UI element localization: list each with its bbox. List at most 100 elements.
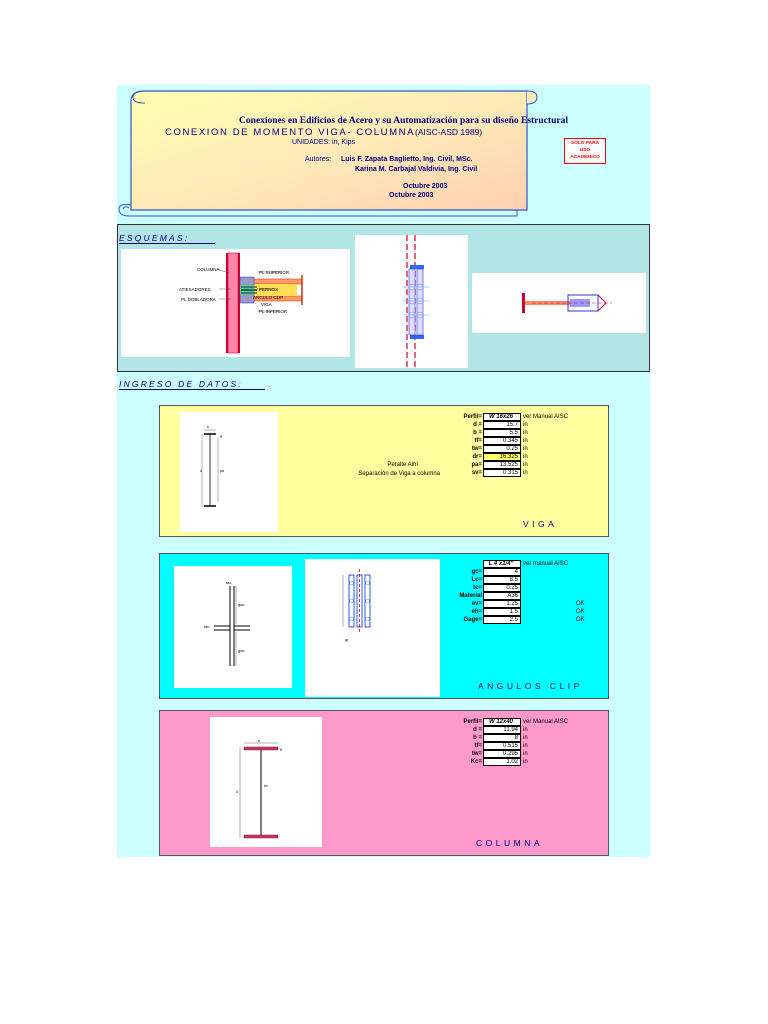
svg-text:d: d (236, 790, 238, 794)
property-value[interactable]: 0.25 (483, 584, 521, 592)
property-value[interactable]: 2.5 (483, 616, 521, 624)
svg-text:gr: gr (345, 637, 349, 642)
table-row: dr= 16.325 in (435, 453, 575, 461)
svg-text:gac: gac (238, 602, 244, 607)
document-title: Conexiones en Edificios de Acero y su Au… (239, 116, 568, 126)
esquemas-underline (119, 243, 215, 244)
viga-section-drawing: b d pa tf (180, 412, 278, 532)
property-value[interactable]: 1.25 (483, 600, 521, 608)
manual-note: ver manual AISC (523, 561, 569, 567)
angulo-bolts-svg: gr (342, 569, 371, 642)
svg-text:tf: tf (220, 435, 222, 439)
property-value[interactable]: 8 (483, 734, 521, 742)
plan-view-svg (522, 293, 612, 313)
table-row: tc= 0.25 (435, 584, 575, 592)
table-row: Gage= 2.5 OK (435, 616, 585, 624)
angle-section-input[interactable]: L 4 x1/4" (483, 560, 521, 568)
viga-title: VIGA (523, 519, 558, 529)
angulos-clip-title: ANGULOS CLIP (478, 681, 583, 691)
connection-elevation-diagram: COLUMNA ATIESADORES PL DOBLADORA PL SUPE… (121, 249, 350, 357)
property-label: tw= (471, 446, 482, 452)
property-unit: in (523, 735, 528, 741)
table-row: ev= 1.25 OK (435, 600, 585, 608)
manual-note: ver Manual AISC (523, 719, 569, 725)
perfil-input[interactable]: W 16x26 (483, 413, 521, 421)
esquemas-section: ESQUEMAS: COLUMNA ATIESADORES (117, 224, 650, 372)
property-value[interactable]: 1.5 (483, 608, 521, 616)
property-unit: in (523, 446, 528, 452)
property-label: gc= (471, 569, 482, 575)
property-value[interactable]: 5.5 (483, 429, 521, 437)
title-banner: Conexiones en Edificios de Acero y su Au… (117, 85, 650, 225)
property-unit: in (523, 751, 528, 757)
property-unit: in (523, 454, 528, 460)
property-label: tc= (473, 585, 482, 591)
property-value: 16.325 (483, 453, 521, 461)
date-2: Octubre 2003 (389, 192, 434, 199)
angulo-profile-svg: tac gac tac gac (204, 580, 250, 666)
svg-text:b: b (258, 739, 260, 743)
column-elevation-svg (403, 235, 429, 368)
ingreso-datos-label: INGRESO DE DATOS: (119, 379, 243, 389)
authors-label: Autores: (305, 156, 332, 163)
property-value[interactable]: 11.94 (483, 726, 521, 734)
table-row: Material A36 (435, 592, 575, 600)
property-unit: in (523, 470, 528, 476)
esquemas-label: ESQUEMAS: (119, 233, 190, 243)
label-viga: VIGA (261, 302, 272, 307)
property-label: pa= (471, 462, 482, 468)
check-status: OK (576, 601, 585, 607)
property-label: Material (459, 593, 482, 599)
column-elevation-diagram (355, 235, 468, 368)
author-1: Luis F. Zapata Baglietto, Ing. Civil, MS… (341, 156, 473, 163)
badge-line-1: SOLO PARA (570, 141, 600, 146)
property-label: tw= (471, 751, 482, 757)
angulo-section-drawing: tac gac tac gac (174, 566, 292, 688)
label-inferior: PL INFERIOR (259, 309, 288, 314)
property-label: dr= (472, 454, 482, 460)
table-row: L 4 x1/4" ver manual AISC (435, 560, 575, 568)
property-label: b = (473, 430, 482, 436)
property-label: Kc= (470, 759, 482, 765)
property-value[interactable]: 15.7 (483, 421, 521, 429)
property-label: tf= (474, 438, 483, 444)
label-atiesadores: ATIESADORES (179, 287, 211, 292)
perfil-input[interactable]: W 12x40 (483, 718, 521, 726)
viga-profile-svg: b d pa tf (200, 425, 224, 507)
property-label: ev= (471, 601, 482, 607)
subtitle-standard: (AISC-ASD 1989) (415, 127, 483, 137)
property-value[interactable]: 8.5 (483, 576, 521, 584)
property-label: Perfil= (463, 414, 482, 420)
date-1: Octubre 2003 (403, 183, 448, 190)
label-superior: PL SUPERIOR (259, 270, 290, 275)
label-dobladora: PL DOBLADORA (181, 297, 216, 302)
badge-line-2: USO (579, 148, 591, 153)
table-row: gc= 4 (435, 568, 575, 576)
connection-elevation-svg: COLUMNA ATIESADORES PL DOBLADORA PL SUPE… (179, 252, 303, 354)
table-row: Perfil= W 16x26 ver Manual AISC (435, 413, 575, 421)
columna-section: b d tw tf Perfil= W 12x40 ver Manual AIS… (159, 710, 609, 856)
table-row: sv= 0.315 in (435, 469, 575, 477)
viga-side-label-separacion: Separación de Viga a columna (358, 471, 440, 477)
label-angulo-clip: ANGULO CLIP (253, 295, 283, 300)
property-value[interactable]: 4 (483, 568, 521, 576)
property-unit: in (523, 759, 528, 765)
property-value[interactable]: 0.295 (483, 750, 521, 758)
label-pernos: PERNOS (259, 287, 278, 292)
property-value[interactable]: 1.02 (483, 758, 521, 766)
columna-profile-svg: b d tw tf (236, 739, 282, 839)
svg-text:pa: pa (220, 469, 224, 473)
check-status: OK (576, 609, 585, 615)
ingreso-underline (119, 389, 265, 390)
table-row: b = 8 in (435, 734, 575, 742)
table-row: Lc= 8.5 (435, 576, 575, 584)
property-value[interactable]: 0.345 (483, 437, 521, 445)
viga-section: b d pa tf Peralte Alm Separación de Viga… (159, 405, 609, 537)
property-value[interactable]: A36 (483, 592, 521, 600)
table-row: pa= 13.525 in (435, 461, 575, 469)
academic-use-badge: SOLO PARA USO ACADÉMICO (564, 138, 606, 164)
svg-text:tf: tf (280, 748, 282, 752)
property-value[interactable]: 0.25 (483, 445, 521, 453)
property-value[interactable]: 0.315 (483, 469, 521, 477)
property-value[interactable]: 0.515 (483, 742, 521, 750)
